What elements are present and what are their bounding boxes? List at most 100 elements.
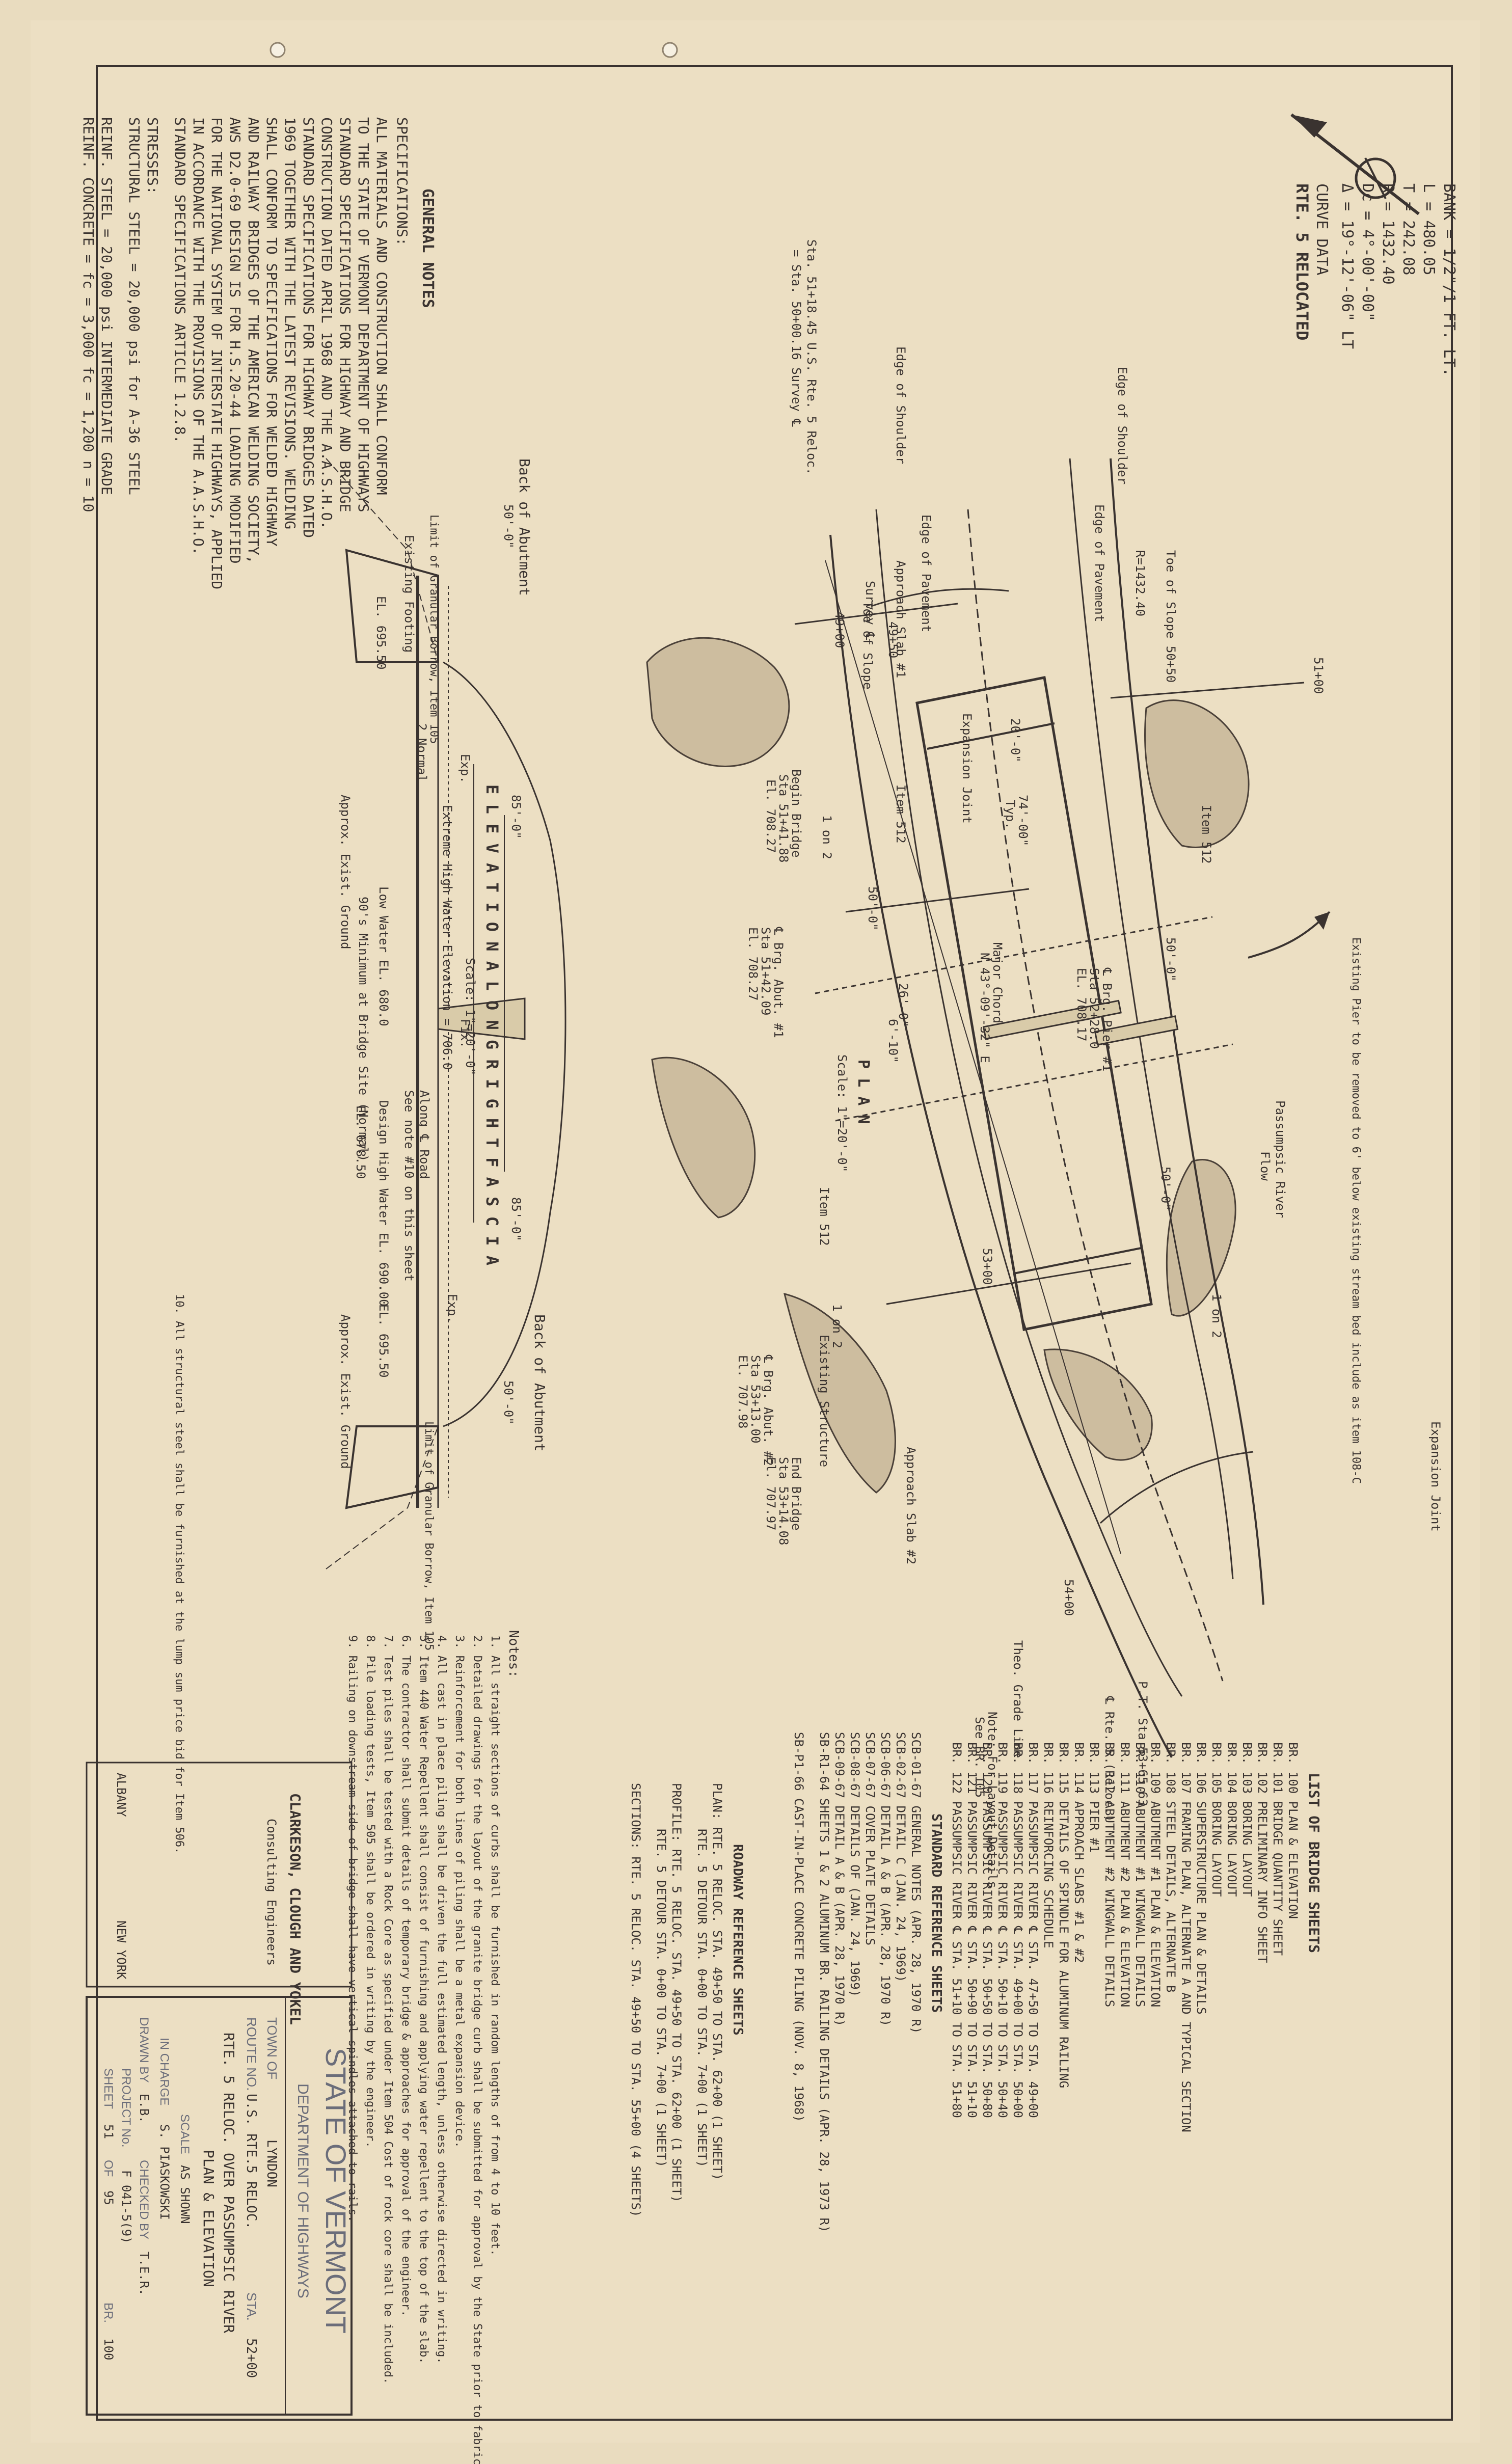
plan-label-theo: Theo. Grade Line <box>1011 1640 1025 1758</box>
road-sheet-item: RTE. 5 DETOUR STA. 0+00 TO STA. 7+00 (1 … <box>654 1829 668 2168</box>
charge-label: IN CHARGE <box>157 2038 171 2105</box>
std-sheet-item: SCB-02-67 DETAIL C (JAN. 24, 1969) <box>894 1732 908 1982</box>
bridge-sheet-list: LIST OF BRIDGE SHEETS BR. 100 PLAN & ELE… <box>629 1732 1322 2233</box>
desc-line-2: PLAN & ELEVATION <box>200 2150 217 2287</box>
plan-label-brg-pier1-el: EL. 708.17 <box>1074 968 1089 1042</box>
std-sheet-item: SCB-08-67 DETAILS OF (JAN. 24, 1969) <box>848 1732 862 1997</box>
plan-label-end-bridge: End Bridge <box>789 1457 803 1531</box>
sheet-list-item: BR. 108 STEEL DETAILS, ALTERNATE B <box>1164 1742 1178 1992</box>
specs-line: AWS D2.0-69 DESIGN IS FOR H.S.20-44 LOAD… <box>227 117 244 564</box>
plan-label-dim-20: 20'-0" <box>1008 718 1022 763</box>
route-value: U.S. RTE.5 RELOC. <box>244 2094 259 2229</box>
plan-label-dim-26: 26'-0" <box>896 983 910 1027</box>
plan-label-end-sta: Sta 53+14.08 <box>776 1457 791 1545</box>
sheet-list-item: BR. 118 PASSUMPSIC RIVER ℄ STA. 49+00 TO… <box>1011 1742 1025 2118</box>
drawn-value: E.B. <box>137 2094 151 2123</box>
plan-label-sta-5300: 53+00 <box>980 1248 994 1285</box>
plan-scale: Scale: 1"=20'-0" <box>835 1054 849 1172</box>
plan-label-exp-joint: Expansion Joint <box>1428 1421 1443 1532</box>
sheet-list-item: BR. 102 PRELIMINARY INFO SHEET <box>1255 1742 1270 1963</box>
scale-value: AS SHOWN <box>178 2165 192 2224</box>
plan-label-toe-slope-b: Toe of Slope 50+50 <box>1164 550 1178 683</box>
plan-label-edge-shoulder: Edge of Shoulder <box>1115 367 1129 484</box>
sheet-list-item: BR. 105 BORING LAYOUT <box>1209 1742 1224 1897</box>
curve-line: T = 242.08 <box>1399 183 1417 276</box>
specs-line: STANDARD SPECIFICATIONS FOR HIGHWAY BRID… <box>300 117 317 538</box>
consultant-frame <box>86 1762 353 1988</box>
note-item: 7. Test piles shall be tested with a Roc… <box>382 1635 394 2384</box>
elev-el-69550b: EL. 695.50 <box>376 1304 391 1378</box>
back-of-abutment-2: Back of Abutment <box>531 1314 548 1452</box>
note-item: 4. All cast in place piling shall be dri… <box>435 1635 448 2364</box>
existing-structure-line <box>815 916 1213 994</box>
scale-label: SCALE <box>178 2114 192 2154</box>
elev-design-hw: Design High Water EL. 690.00 <box>376 1100 391 1307</box>
elev-dim-50: 50'-0" <box>501 504 516 549</box>
road-sheet-item: RTE. 5 DETOUR STA. 0+00 TO STA. 7+00 (1 … <box>695 1829 709 2168</box>
specs-line: FOR THE NATIONAL SYSTEM OF INTERSTATE HI… <box>208 117 225 589</box>
std-sheet-item: SCB-01-67 GENERAL NOTES (APR. 28, 1970 R… <box>909 1732 923 2034</box>
of-value: 95 <box>101 2190 116 2205</box>
plan-label-brg-pier1: ℄ Brg. Pier #1 <box>1100 967 1114 1071</box>
plan-label-sta-4900: 49+00 <box>832 611 847 648</box>
specs-line: STANDARD SPECIFICATIONS ARTICLE 1.2.8. <box>172 117 188 444</box>
curve-line: Dc = 4°-00'-00" <box>1359 183 1376 321</box>
sheet-list-item: BR. 122 PASSUMPSIC RIVER ℄ STA. 51+10 TO… <box>950 1742 964 2118</box>
plan-label-approach1: Approach Slab #1 <box>894 560 908 678</box>
checked-value: T.E.R. <box>137 2252 151 2296</box>
notes: Notes: 1. All straight sections of curbs… <box>173 1294 521 2464</box>
sheet-list-item: BR. 116 REINFORCING SCHEDULE <box>1041 1742 1056 1948</box>
notes-title: Notes: <box>506 1630 521 1678</box>
elevation-title: E L E V A T I O N A L O N G R I G H T F … <box>482 784 502 1265</box>
sheet-list-item: BR. 114 APPROACH SLABS #1 & #2 <box>1072 1742 1086 1963</box>
riprap-area <box>783 1292 896 1494</box>
plan-label-typ: Typ. <box>1003 800 1017 829</box>
plan-label-item512: Item 512 <box>894 784 908 844</box>
stresses-line: STRUCTURAL STEEL = 20,000 psi for A-36 S… <box>126 117 143 495</box>
approach-slab-2 <box>1099 1451 1254 1524</box>
plan-label-sta-start: Sta. 51+18.45 U.S. Rte. 5 Reloc. <box>804 239 819 475</box>
pier-1 <box>982 999 1122 1040</box>
riprap-area <box>1144 699 1250 848</box>
plan-label-sta-4950: 49+50 <box>886 621 900 658</box>
elev-limit-granular: Limit of Granular Borrow, Item 105 <box>422 1421 435 1650</box>
plan-label-end-el: El. 707.97 <box>764 1457 778 1531</box>
bridge-deck-outline <box>915 676 1153 1331</box>
plan-label-edge-pavement: Edge of Pavement <box>919 515 933 632</box>
riprap-area <box>1166 1159 1236 1317</box>
plan-label-chord-bearing: N 43°-09'-32" E <box>978 953 992 1063</box>
plan-label-approach2: Approach Slab #2 <box>904 1447 918 1564</box>
sheet-list-item: BR. 104 BORING LAYOUT <box>1225 1742 1239 1897</box>
plan-label-brg-abut1-sta: Sta 51+42.09 <box>759 927 773 1015</box>
road-sheet-item: PROFILE: RTE. 5 RELOC. STA. 49+50 TO STA… <box>669 1783 684 2203</box>
plan-label-sta-survey: = Sta. 50+00.16 Survey ℄ <box>789 250 803 427</box>
department: DEPARTMENT OF HIGHWAYS <box>294 2083 311 2298</box>
sheet-label: SHEET <box>101 2068 115 2109</box>
plan-label-sta-5400: 54+00 <box>1062 1579 1076 1616</box>
plan-label-radius: R=1432.40 <box>1133 550 1147 616</box>
curve-line: R = 1432.40 <box>1379 183 1397 285</box>
survey-line <box>825 560 1121 1554</box>
br-value: 100 <box>101 2338 116 2360</box>
town-label: TOWN OF <box>264 2017 280 2079</box>
state-name: STATE OF VERMONT <box>320 2048 352 2334</box>
road-sheet-item: SECTIONS: RTE. 5 RELOC. STA. 49+50 TO ST… <box>629 1783 643 2217</box>
consultant-name: CLARKESON, CLOUGH AND YOKEL <box>287 1793 304 2025</box>
general-notes: GENERAL NOTES SPECIFICATIONS: ALL MATERI… <box>80 117 437 589</box>
elev-fix: Fix. <box>458 1019 472 1048</box>
sheet-list-item: BR. 110 ABUTMENT #1 WINGWALL DETAILS <box>1133 1742 1147 2007</box>
elev-exp: Exp. <box>445 1294 460 1323</box>
elev-existing-footing: Existing Footing <box>402 535 416 653</box>
elev-along-road: Along ℄ Road <box>417 1090 431 1179</box>
plan-label-river: Passumpsic River <box>1273 1100 1287 1218</box>
plan-label-slope: 1 on 2 <box>830 1304 844 1348</box>
sheet-list-item: BR. 103 BORING LAYOUT <box>1240 1742 1254 1897</box>
plan-label-dim-6: 6'-10" <box>886 1019 900 1063</box>
curve-line: BANK = 1/2"/1 FT. LT. <box>1440 183 1458 376</box>
plan-label-dim-50: 50'-0" <box>1164 937 1178 982</box>
plan-label-existing-structure: Existing Structure <box>817 1335 831 1467</box>
br-label: BR. <box>101 2303 115 2323</box>
curve-title: RTE. 5 RELOCATED <box>1292 183 1312 340</box>
sheet-list-item: BR. 113 PIER #1 <box>1087 1742 1101 1853</box>
